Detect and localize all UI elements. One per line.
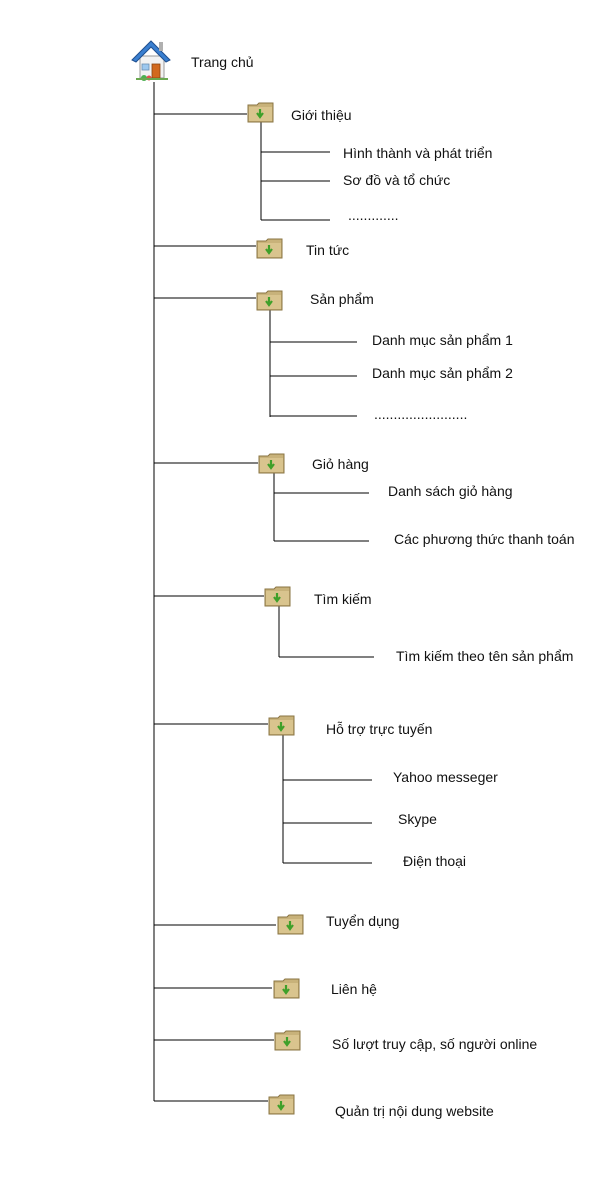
folder-icon xyxy=(277,914,304,935)
folder-icon xyxy=(268,715,295,736)
menu-item-label: Tuyển dụng xyxy=(326,913,400,929)
root-label: Trang chủ xyxy=(191,54,254,70)
menu-item-label: Tìm kiếm xyxy=(314,591,372,607)
submenu-item-label: Danh mục sản phẩm 1 xyxy=(372,332,513,348)
menu-item-label: Sản phẩm xyxy=(310,291,374,307)
folder-icon xyxy=(273,978,300,999)
folder-icon xyxy=(258,453,285,474)
menu-item-label: Số lượt truy cập, số người online xyxy=(332,1036,538,1052)
submenu-item-label: Điện thoại xyxy=(403,853,467,869)
house-icon xyxy=(131,40,171,81)
folder-icon xyxy=(247,102,274,123)
submenu-item-label: Danh sách giỏ hàng xyxy=(388,483,513,499)
menu-item-label: Quản trị nội dung website xyxy=(335,1103,494,1119)
menu-item-label: Hỗ trợ trực tuyến xyxy=(326,721,433,737)
menu-item-label: Giỏ hàng xyxy=(312,456,369,472)
menu-item-label: Liên hệ xyxy=(331,981,377,997)
submenu-item-label: Sơ đồ và tổ chức xyxy=(343,172,451,188)
submenu-item-label: Tìm kiếm theo tên sản phẩm xyxy=(396,648,574,664)
submenu-item-label: ........................ xyxy=(374,406,468,422)
submenu-item-label: Skype xyxy=(398,811,437,827)
folder-icon xyxy=(268,1094,295,1115)
submenu-item-label: Yahoo messeger xyxy=(393,769,498,785)
folder-icon xyxy=(274,1030,301,1051)
submenu-item-label: Danh mục sản phẩm 2 xyxy=(372,365,513,381)
folder-icon xyxy=(264,586,291,607)
menu-item-label: Giới thiệu xyxy=(291,107,352,123)
submenu-item-label: Các phương thức thanh toán xyxy=(394,531,575,547)
submenu-item-label: ............. xyxy=(348,207,399,223)
submenu-item-label: Hình thành và phát triển xyxy=(343,145,493,161)
folder-icon xyxy=(256,238,283,259)
menu-item-label: Tin tức xyxy=(306,242,350,258)
folder-icon xyxy=(256,290,283,311)
